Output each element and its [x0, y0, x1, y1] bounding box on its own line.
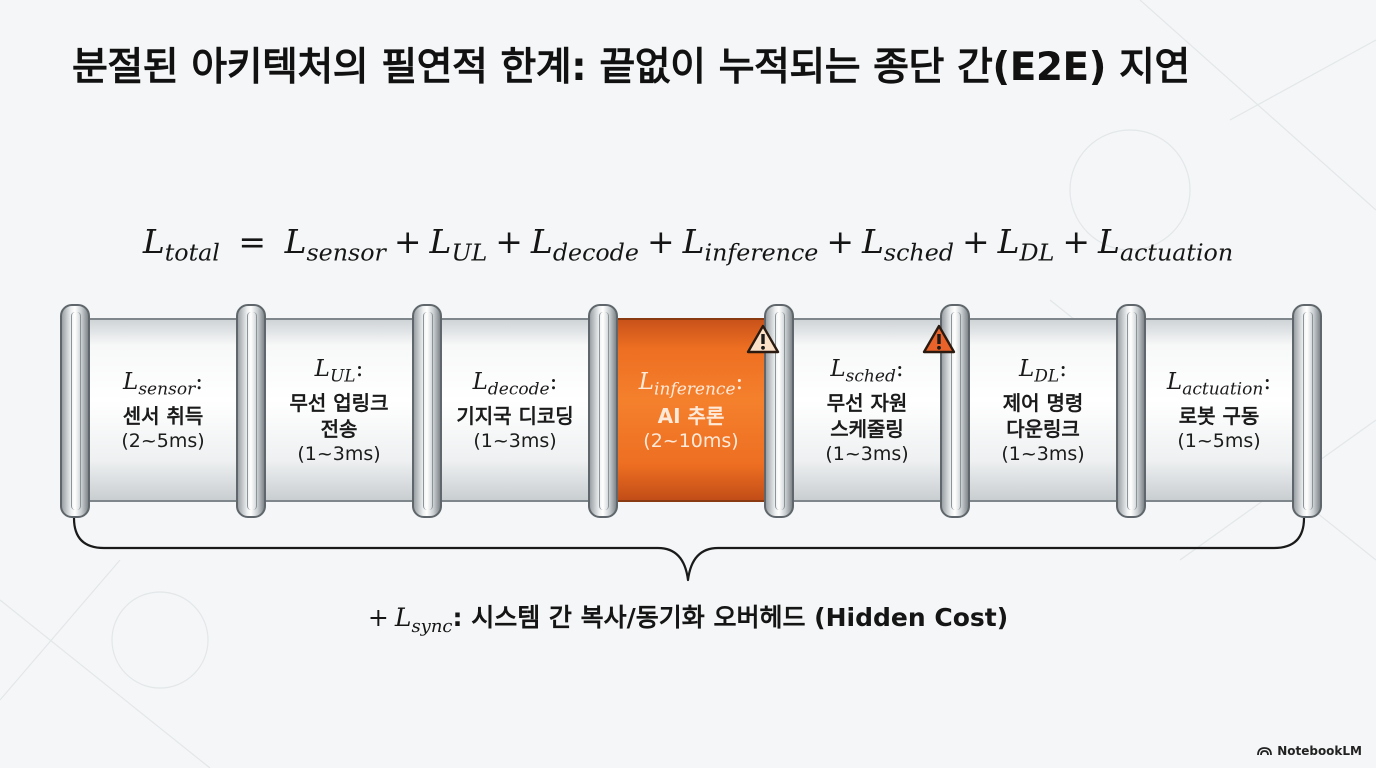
segment-symbol: Lactuation: [1166, 369, 1272, 400]
pipe-segment-sched [794, 318, 940, 502]
pipe-flange [1116, 304, 1146, 518]
segment-symbol: Ldecode: [472, 369, 558, 400]
segment-name: 무선 자원 [826, 390, 908, 415]
segment-text-sensor: Lsensor: 센서 취득(2~5ms) [90, 304, 236, 518]
segment-symbol: Linference: [638, 369, 744, 400]
formula-term-sched: Lsched [862, 222, 954, 267]
segment-name: 다운링크 [1006, 416, 1080, 441]
segment-name: 로봇 구동 [1178, 403, 1260, 428]
notebooklm-logo-icon [1257, 747, 1273, 756]
formula-plus: + [826, 222, 854, 261]
pipe-flange [236, 304, 266, 518]
warning-icon [746, 324, 780, 354]
pipe-segment-sensor [90, 318, 236, 502]
pipe-segment-decode [442, 318, 588, 502]
pipe-flange [1292, 304, 1322, 518]
segment-text-decode: Ldecode: 기지국 디코딩(1~3ms) [442, 304, 588, 518]
segment-name: 제어 명령 [1002, 390, 1084, 415]
warning-icon [922, 324, 956, 354]
pipe-segment-actuation [1146, 318, 1292, 502]
brand-badge: NotebookLM [1257, 744, 1362, 758]
segment-name: AI 추론 [657, 403, 725, 428]
formula-plus: + [495, 222, 523, 261]
hidden-cost-note: +Lsync: 시스템 간 복사/동기화 오버헤드 (Hidden Cost) [367, 603, 1009, 637]
segment-name: 센서 취득 [122, 403, 204, 428]
segment-symbol: Lsensor: [123, 369, 203, 400]
segment-symbol: Lsched: [830, 356, 904, 387]
pipe-segment-dl [970, 318, 1116, 502]
segment-symbol: LDL: [1019, 356, 1067, 387]
segment-text-inference: Linference: AI 추론(2~10ms) [618, 304, 764, 518]
segment-name: 전송 [320, 416, 358, 441]
segment-name: 스케줄링 [830, 416, 904, 441]
formula-term-inference: Linference [682, 222, 819, 267]
formula-plus: + [393, 222, 422, 261]
segment-time: (2~5ms) [121, 429, 205, 452]
pipe-segment-inference [618, 318, 764, 502]
pipe-flange [412, 304, 442, 518]
formula-plus: + [1062, 222, 1091, 261]
segment-time: (1~3ms) [1001, 442, 1085, 465]
pipe-flange [588, 304, 618, 518]
formula-plus: + [646, 222, 675, 261]
formula-lhs: Ltotal [142, 222, 220, 267]
segment-time: (1~3ms) [297, 442, 381, 465]
formula-term-decode: Ldecode [530, 222, 639, 267]
formula-equals: = [238, 222, 267, 261]
formula-term-actuation: Lactuation [1098, 222, 1234, 267]
formula-term-sensor: Lsensor [284, 222, 386, 267]
formula-term-ul: LUL [429, 222, 488, 267]
pipe-flange [940, 304, 970, 518]
formula-terms: Lsensor+LUL+Ldecode+Linference+Lsched+LD… [284, 222, 1234, 267]
segment-text-actuation: Lactuation: 로봇 구동(1~5ms) [1146, 304, 1292, 518]
page-title: 분절된 아키텍처의 필연적 한계: 끝없이 누적되는 종단 간(E2E) 지연 [72, 45, 1190, 90]
segment-name: 무선 업링크 [289, 390, 389, 415]
segment-time: (2~10ms) [643, 429, 739, 452]
formula-plus: + [961, 222, 990, 261]
formula-term-dl: LDL [997, 222, 1055, 267]
brand-name: NotebookLM [1277, 744, 1362, 758]
segment-name: 기지국 디코딩 [456, 403, 574, 428]
pipe-segment-ul [266, 318, 412, 502]
segment-time: (1~5ms) [1177, 429, 1261, 452]
segment-time: (1~3ms) [473, 429, 557, 452]
segment-time: (1~3ms) [825, 442, 909, 465]
pipe-flange [60, 304, 90, 518]
segment-symbol: LUL: [314, 356, 364, 387]
latency-formula: Ltotal = Lsensor+LUL+Ldecode+Linference+… [0, 222, 1376, 267]
